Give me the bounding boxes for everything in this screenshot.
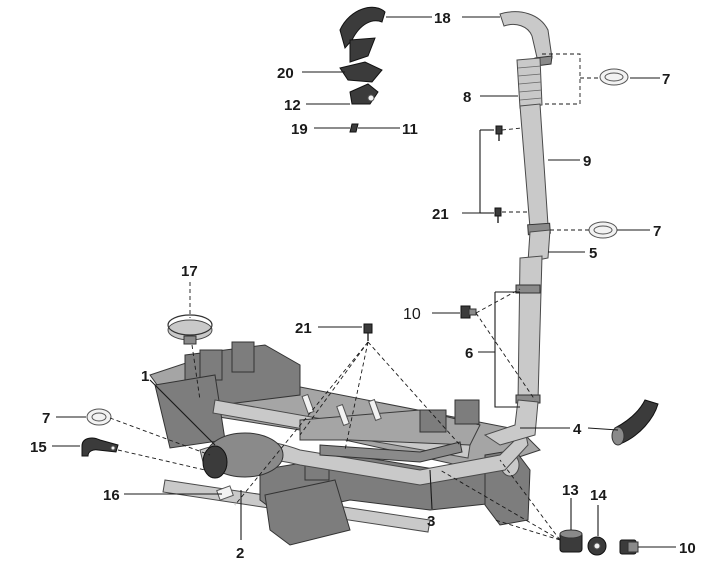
callout-13: 13: [562, 482, 579, 499]
callout-8: 8: [463, 89, 471, 106]
clamp-7-top: [599, 68, 629, 86]
washer-14: [587, 536, 607, 556]
clamp-7-mid: [588, 221, 618, 239]
bolt-10-upper: [460, 305, 477, 319]
callout-9: 9: [583, 153, 591, 170]
exhaust-pipe-assembly: [199, 428, 529, 486]
callout-7-mid: 7: [653, 223, 661, 240]
callout-20: 20: [277, 65, 294, 82]
callout-10-lower: 10: [679, 540, 696, 557]
callout-7-top: 7: [662, 71, 670, 88]
callout-16: 16: [103, 487, 120, 504]
callout-19: 19: [291, 121, 308, 138]
leader-lines: [52, 16, 676, 548]
callout-18: 18: [434, 10, 451, 27]
cap-parts: [339, 6, 386, 133]
callout-7-left: 7: [42, 410, 50, 427]
callout-2: 2: [236, 545, 244, 562]
clip-15: [81, 437, 119, 457]
callout-12: 12: [284, 97, 301, 114]
elbow-hose-part: [614, 399, 659, 445]
callout-3: 3: [427, 513, 435, 530]
clamp-7-left: [86, 408, 112, 426]
callout-21-center: 21: [295, 320, 312, 337]
callout-21-upper: 21: [432, 206, 449, 223]
callout-17: 17: [181, 263, 198, 280]
elbow-hose-end: [611, 426, 625, 446]
callout-15: 15: [30, 439, 47, 456]
fastener-21-upper: [495, 125, 503, 141]
fastener-21-center: [363, 323, 373, 341]
bushing-13: [559, 529, 583, 553]
callout-6: 6: [465, 345, 473, 362]
dashed-guides: [109, 53, 600, 541]
callout-10-upper: 10: [403, 306, 421, 323]
filler-pipe: [483, 11, 553, 446]
callout-5: 5: [589, 245, 597, 262]
bolt-10-lower: [619, 539, 639, 555]
callout-11: 11: [402, 121, 418, 138]
callout-1: 1: [141, 368, 149, 385]
callout-4: 4: [573, 421, 582, 438]
clamp-ring-17: [167, 314, 213, 345]
rear-subframe: [149, 341, 541, 546]
fastener-21-lower: [494, 207, 502, 223]
clamp-16: [216, 485, 234, 501]
callout-14: 14: [590, 487, 607, 504]
